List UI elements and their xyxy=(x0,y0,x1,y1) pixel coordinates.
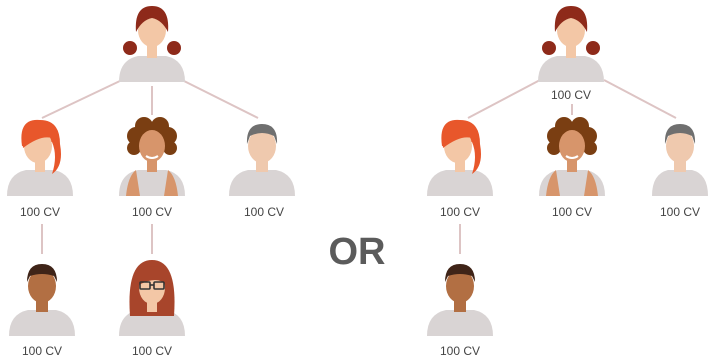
right-tree: 100 CV 100 CV 100 CV 100 CV 100 CV xyxy=(427,6,708,358)
woman-orange-hair-icon xyxy=(7,119,73,196)
woman-curly-hair-icon xyxy=(119,117,185,196)
node-label: 100 CV xyxy=(551,88,591,102)
node-label: 100 CV xyxy=(440,205,480,219)
man-brown-skin-icon xyxy=(427,264,493,336)
connector xyxy=(603,79,677,119)
node-label: 100 CV xyxy=(660,205,700,219)
woman-orange-hair-icon xyxy=(427,119,493,196)
node-label: 100 CV xyxy=(132,205,172,219)
node-label: 100 CV xyxy=(440,344,480,358)
connector xyxy=(181,79,259,119)
woman-curly-hair-icon xyxy=(539,117,605,196)
left-tree: 100 CV 100 CV 100 CV 100 CV 100 CV xyxy=(7,6,295,358)
connector xyxy=(41,79,123,119)
node-label: 100 CV xyxy=(20,205,60,219)
node-label: 100 CV xyxy=(132,344,172,358)
man-brown-skin-icon xyxy=(9,264,75,336)
node-label: 100 CV xyxy=(552,205,592,219)
man-grey-hair-icon xyxy=(652,124,708,196)
node-label: 100 CV xyxy=(244,205,284,219)
or-separator: OR xyxy=(329,231,386,273)
woman-dark-red-hair-icon xyxy=(538,6,604,82)
man-grey-hair-icon xyxy=(229,124,295,196)
woman-glasses-icon xyxy=(119,260,185,336)
node-label: 100 CV xyxy=(22,344,62,358)
woman-dark-red-hair-icon xyxy=(119,6,185,82)
connector xyxy=(467,79,541,119)
